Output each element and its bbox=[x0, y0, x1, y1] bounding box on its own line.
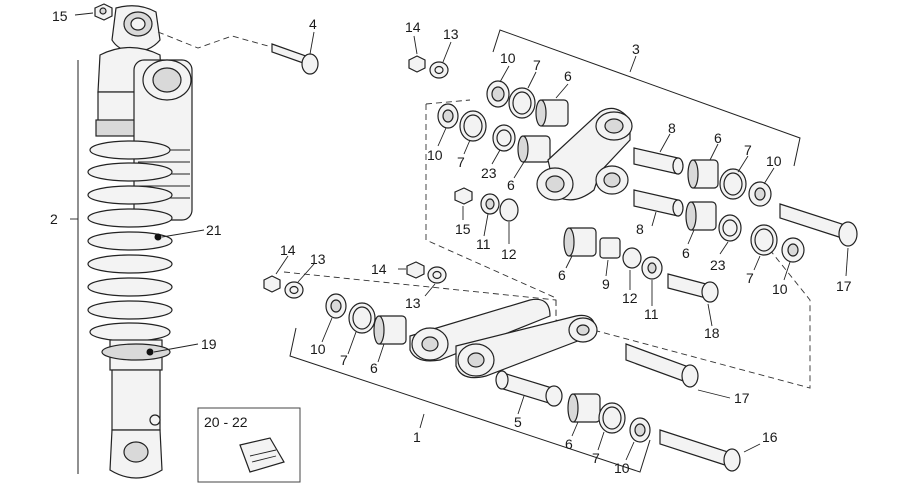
callout-8-a: 8 bbox=[668, 120, 676, 136]
kit-inset-box bbox=[197, 407, 301, 483]
callout-1: 1 bbox=[413, 429, 421, 445]
callout-6-c: 6 bbox=[714, 130, 722, 146]
callout-13-mid: 13 bbox=[405, 295, 421, 311]
callout-10-d: 10 bbox=[772, 281, 788, 297]
callout-6-b: 6 bbox=[507, 177, 515, 193]
callout-7-a: 7 bbox=[533, 57, 541, 73]
callout-4: 4 bbox=[309, 16, 317, 32]
callout-20-22: 20 - 22 bbox=[204, 414, 248, 430]
callout-6-e: 6 bbox=[558, 267, 566, 283]
callout-14-left: 14 bbox=[280, 242, 296, 258]
callout-11-a: 11 bbox=[476, 236, 491, 252]
callout-10-f: 10 bbox=[614, 460, 630, 476]
callout-14-top: 14 bbox=[405, 19, 421, 35]
callout-7-e: 7 bbox=[340, 352, 348, 368]
callout-7-c: 7 bbox=[744, 142, 752, 158]
bracket-1 bbox=[289, 327, 651, 473]
callout-17-bottom: 17 bbox=[734, 390, 750, 406]
callout-13-top: 13 bbox=[443, 26, 459, 42]
callout-14-mid: 14 bbox=[371, 261, 387, 277]
callout-3: 3 bbox=[632, 41, 640, 57]
callout-21: 21 bbox=[206, 222, 222, 238]
callout-13-left: 13 bbox=[310, 251, 326, 267]
nut-15-top bbox=[94, 3, 113, 21]
callout-6-g: 6 bbox=[565, 436, 573, 452]
callout-10-c: 10 bbox=[766, 153, 782, 169]
callout-10-e: 10 bbox=[310, 341, 326, 357]
callout-5: 5 bbox=[514, 414, 522, 430]
shock-absorber bbox=[87, 5, 193, 479]
callout-6-f: 6 bbox=[370, 360, 378, 376]
callout-23-b: 23 bbox=[710, 257, 726, 273]
callout-15-top: 15 bbox=[52, 8, 68, 24]
callout-19: 19 bbox=[201, 336, 217, 352]
callout-12-a: 12 bbox=[501, 246, 517, 262]
callout-labels: 15 4 2 21 19 20 - 22 14 13 3 10 7 6 10 7… bbox=[50, 8, 852, 476]
marker-dot-19 bbox=[146, 348, 154, 356]
callout-16: 16 bbox=[762, 429, 778, 445]
bracket-3 bbox=[492, 29, 801, 167]
callout-7-d: 7 bbox=[746, 270, 754, 286]
callout-15-mid: 15 bbox=[455, 221, 471, 237]
callout-6-d: 6 bbox=[682, 245, 690, 261]
callout-17-top: 17 bbox=[836, 278, 852, 294]
callout-2: 2 bbox=[50, 211, 58, 227]
rocker-link bbox=[536, 107, 633, 201]
bolt-4 bbox=[271, 43, 319, 75]
dash-outline-1 bbox=[283, 271, 557, 320]
callout-10-a: 10 bbox=[500, 50, 516, 66]
callout-9: 9 bbox=[602, 276, 610, 292]
callout-11-b: 11 bbox=[644, 306, 659, 322]
marker-dot-21 bbox=[154, 233, 162, 241]
callout-8-b: 8 bbox=[636, 221, 644, 237]
callout-18: 18 bbox=[704, 325, 720, 341]
callout-7-b: 7 bbox=[457, 154, 465, 170]
callout-23-a: 23 bbox=[481, 165, 497, 181]
callout-6-a: 6 bbox=[564, 68, 572, 84]
callout-7-f: 7 bbox=[592, 450, 600, 466]
callout-12-b: 12 bbox=[622, 290, 638, 306]
dash-outline-3 bbox=[425, 104, 811, 389]
connecting-links bbox=[409, 298, 598, 379]
callout-10-b: 10 bbox=[427, 147, 443, 163]
